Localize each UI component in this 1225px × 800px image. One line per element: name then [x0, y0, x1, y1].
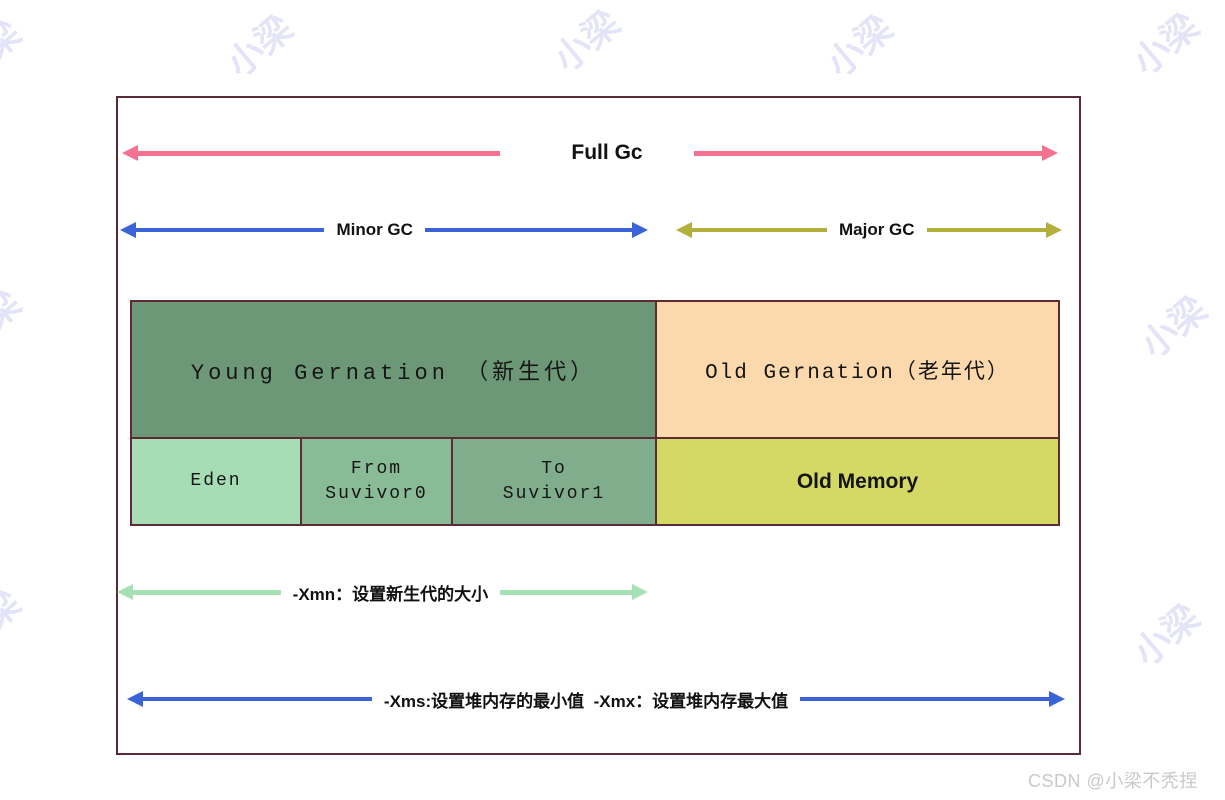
eden-label: Eden [190, 471, 242, 491]
arrowhead-right-icon [632, 584, 648, 600]
arrowhead-right-icon [1049, 691, 1065, 707]
watermark-text: 小梁 [0, 282, 29, 360]
arrowhead-left-icon [676, 222, 692, 238]
watermark-text: 小梁 [0, 582, 29, 660]
heap-size-label: -Xms:设置堆内存的最小值 -Xmx：设置堆内存最大值 [383, 691, 789, 711]
eden-region: Eden [131, 438, 301, 525]
arrowhead-left-icon [122, 145, 138, 161]
arrow-line [138, 150, 500, 156]
arrowhead-left-icon [120, 222, 136, 238]
full-gc-left-arrow [122, 145, 500, 161]
arrowhead-right-icon [632, 222, 648, 238]
old-generation-region: Old Gernation（老年代） [656, 301, 1059, 438]
old-memory-region: Old Memory [656, 438, 1059, 525]
major-gc-arrow: Major GC [676, 219, 1062, 241]
heap-memory-grid: Young Gernation （新生代） Old Gernation（老年代）… [130, 300, 1060, 526]
arrowhead-left-icon [117, 584, 133, 600]
watermark-text: 小梁 [1124, 5, 1207, 83]
survivor-from-label-line2: Suvivor0 [325, 483, 428, 504]
watermark-text: 小梁 [0, 12, 29, 90]
arrowhead-right-icon [1042, 145, 1058, 161]
survivor-to-label-line2: Suvivor1 [502, 483, 606, 504]
arrow-line [692, 228, 827, 232]
csdn-credit: CSDN @小梁不秃捏 [1028, 771, 1198, 791]
xmn-arrow: -Xmn：设置新生代的大小 [117, 581, 648, 604]
watermark-text: 小梁 [545, 2, 628, 80]
young-generation-region: Young Gernation （新生代） [131, 301, 656, 438]
arrow-line [694, 150, 1042, 156]
watermark-text: 小梁 [818, 7, 901, 85]
survivor-to-label-line1: To [541, 458, 567, 479]
diagram-panel: Full Gc Minor GC Major GC Young Gernatio… [116, 96, 1081, 755]
arrowhead-right-icon [1046, 222, 1062, 238]
watermark-text: 小梁 [1125, 596, 1208, 674]
young-generation-label: Young Gernation （新生代） [190, 360, 597, 386]
minor-gc-arrow: Minor GC [120, 219, 648, 241]
arrow-line [800, 697, 1049, 701]
arrowhead-left-icon [127, 691, 143, 707]
old-memory-label: Old Memory [796, 469, 919, 493]
minor-gc-label: Minor GC [336, 220, 413, 239]
survivor-to-region: To Suvivor1 [452, 438, 656, 525]
major-gc-label: Major GC [838, 220, 915, 239]
full-gc-right-arrow [694, 145, 1058, 161]
full-gc-label: Full Gc [571, 141, 643, 164]
arrow-line [500, 589, 632, 595]
xmn-label: -Xmn：设置新生代的大小 [292, 584, 489, 604]
arrow-line [143, 697, 372, 701]
arrow-line [926, 228, 1046, 232]
watermark-text: 小梁 [1132, 288, 1215, 366]
old-generation-label: Old Gernation（老年代） [705, 361, 1010, 385]
arrow-line [136, 228, 325, 232]
watermark-text: 小梁 [218, 7, 301, 85]
survivor-from-region: From Suvivor0 [301, 438, 452, 525]
arrow-line [133, 589, 281, 595]
survivor-from-label-line1: From [350, 458, 403, 479]
arrow-line [424, 228, 632, 232]
heap-size-arrow: -Xms:设置堆内存的最小值 -Xmx：设置堆内存最大值 [127, 688, 1065, 711]
